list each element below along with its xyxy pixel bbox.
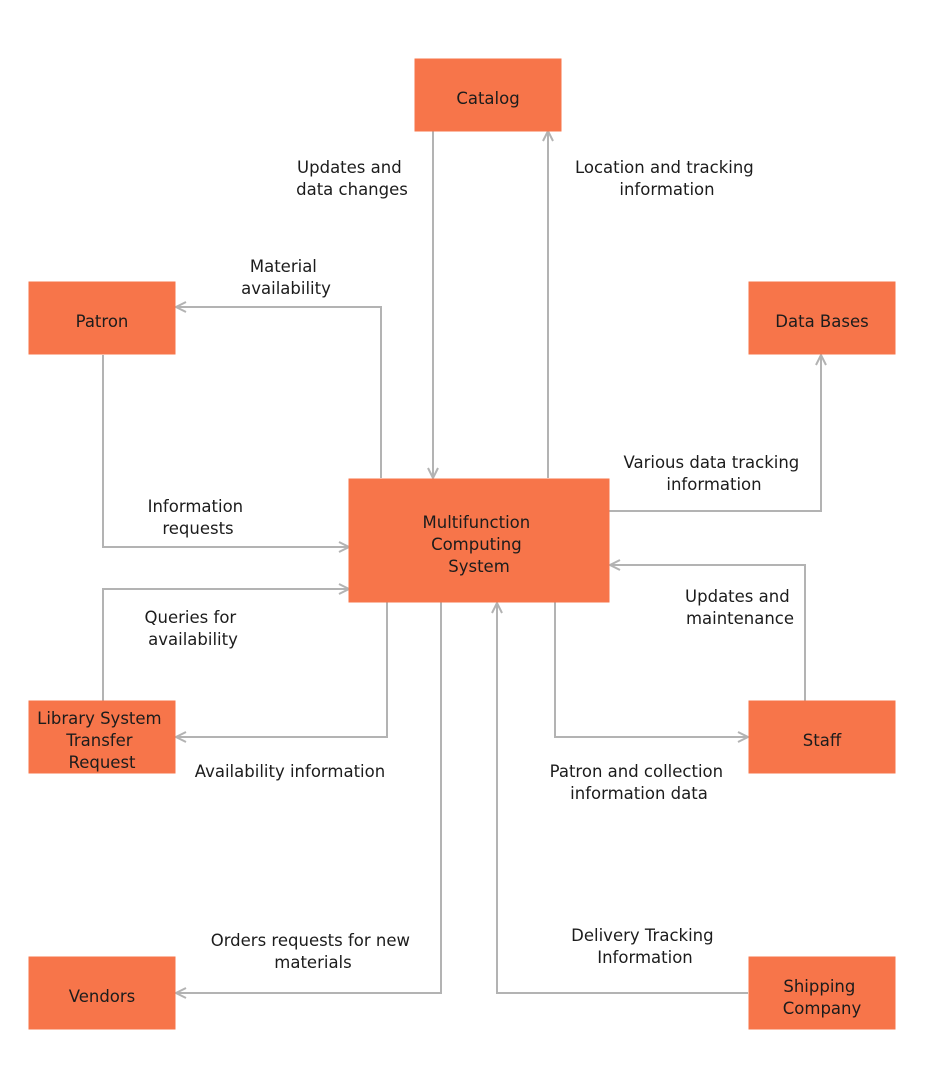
node-transfer-request[interactable]: Library System Transfer Request [28, 700, 176, 774]
node-staff-box [748, 700, 896, 774]
node-label-line: Computing [431, 535, 522, 554]
label-line: Information [148, 497, 244, 516]
node-label-line: Patron [76, 312, 129, 331]
node-patron-label: Patron [76, 312, 129, 331]
label-line: Information [597, 948, 693, 967]
label-line: Orders requests for new [211, 931, 410, 950]
node-data-bases[interactable]: Data Bases [748, 281, 896, 355]
node-staff[interactable]: Staff [748, 700, 896, 774]
edge-patron-collection [554, 602, 748, 737]
edge-updates-maintenance [610, 565, 806, 701]
label-line: Patron and collection [550, 762, 723, 781]
node-data-bases-label: Data Bases [775, 312, 868, 331]
node-catalog-label: Catalog [456, 89, 519, 108]
node-data-bases-box [748, 281, 896, 355]
node-label-line: Staff [803, 731, 842, 750]
label-line: information [619, 180, 714, 199]
node-label-line: Vendors [69, 987, 136, 1006]
node-catalog-box [414, 58, 562, 132]
edge-label-availability-information: Availability information [195, 762, 385, 781]
edge-availability-information [176, 602, 388, 737]
edge-label-information-requests: Information requests [148, 497, 249, 538]
edge-orders-requests [176, 602, 442, 993]
node-label-line: Multifunction [423, 513, 531, 532]
label-line: information [666, 475, 761, 494]
label-line: Delivery Tracking [571, 926, 713, 945]
label-line: availability [241, 279, 331, 298]
node-label-line: Catalog [456, 89, 519, 108]
label-line: availability [148, 630, 238, 649]
edge-label-queries-availability: Queries for availability [145, 608, 242, 649]
edge-queries-availability [102, 589, 349, 701]
node-vendors[interactable]: Vendors [28, 956, 176, 1030]
edge-label-updates-maintenance: Updates and maintenance [685, 587, 795, 628]
node-label-line: System [448, 557, 510, 576]
node-label-line: Transfer [65, 731, 133, 750]
node-multifunction-system-box [348, 478, 610, 603]
node-shipping-company-box [748, 956, 896, 1030]
node-multifunction-system-label: Multifunction Computing System [423, 513, 536, 576]
edge-label-material-availability: Material availability [241, 257, 331, 298]
label-line: maintenance [686, 609, 794, 628]
node-label-line: Shipping [783, 977, 855, 996]
edge-label-various-data-tracking: Various data tracking information [623, 453, 804, 494]
node-label-line: Library System [37, 709, 161, 728]
edge-label-delivery-tracking: Delivery Tracking Information [571, 926, 719, 967]
node-label-line: Request [68, 753, 136, 772]
node-label-line: Company [783, 999, 862, 1018]
edge-material-availability [176, 307, 382, 478]
edge-label-orders-requests: Orders requests for new materials [211, 931, 416, 972]
node-vendors-label: Vendors [69, 987, 136, 1006]
node-catalog[interactable]: Catalog [414, 58, 562, 132]
edge-information-requests [102, 355, 349, 547]
node-patron[interactable]: Patron [28, 281, 176, 355]
label-line: Queries for [145, 608, 237, 627]
node-shipping-company-label: Shipping Company [783, 977, 862, 1018]
label-line: Updates and [297, 158, 402, 177]
node-transfer-request-box [28, 700, 176, 774]
node-label-line: Data Bases [775, 312, 868, 331]
edge-various-data-tracking [609, 355, 821, 512]
edge-label-patron-collection: Patron and collection information data [550, 762, 729, 803]
node-transfer-request-label: Library System Transfer Request [37, 709, 167, 772]
label-line: data changes [296, 180, 408, 199]
label-line: requests [162, 519, 233, 538]
node-shipping-company[interactable]: Shipping Company [748, 956, 896, 1030]
node-patron-box [28, 281, 176, 355]
node-staff-label: Staff [803, 731, 842, 750]
node-vendors-box [28, 956, 176, 1030]
node-multifunction-system[interactable]: Multifunction Computing System [348, 478, 610, 603]
label-line: Updates and [685, 587, 790, 606]
label-line: Material [250, 257, 317, 276]
label-line: information data [570, 784, 708, 803]
edge-delivery-tracking [497, 603, 748, 994]
label-line: Various data tracking [623, 453, 799, 472]
edge-label-location-tracking: Location and tracking information [575, 158, 759, 199]
label-line: Availability information [195, 762, 385, 781]
edge-label-updates-data-changes: Updates and data changes [296, 158, 408, 199]
label-line: Location and tracking [575, 158, 754, 177]
label-line: materials [274, 953, 351, 972]
